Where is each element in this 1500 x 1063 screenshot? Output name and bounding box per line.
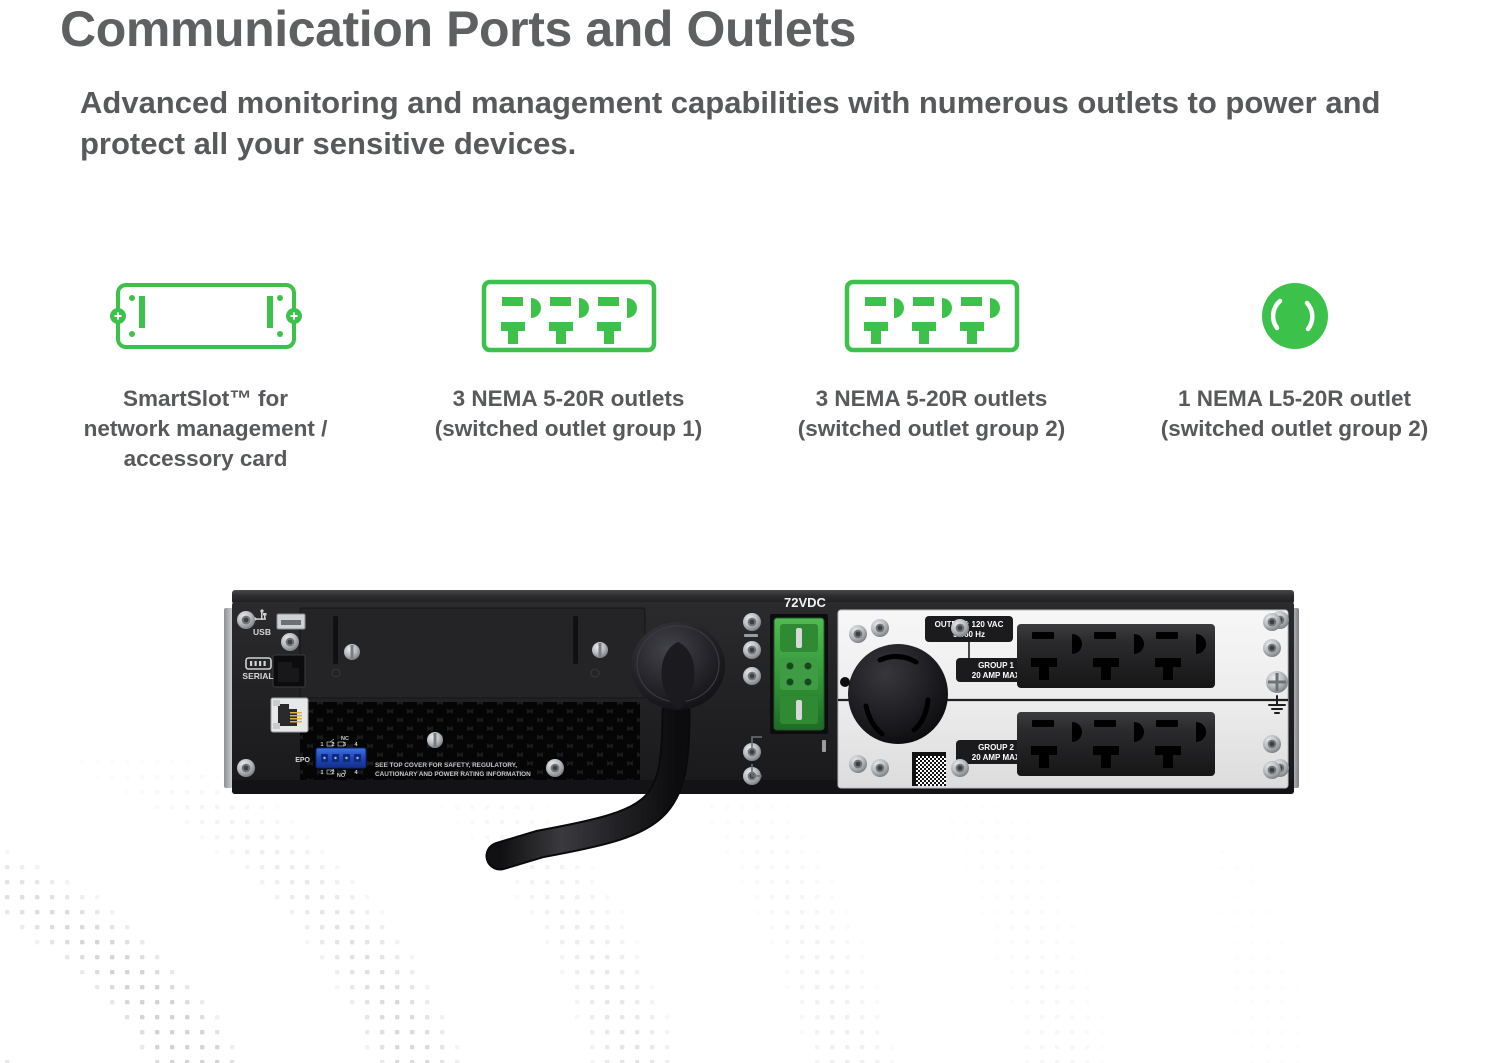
usb-label: USB — [253, 627, 271, 637]
page-subtitle: Advanced monitoring and management capab… — [80, 85, 1381, 162]
epo-pin-label: 1 — [320, 742, 324, 748]
epo-pin-label: 4 — [354, 770, 358, 776]
output-rating-line-2: 50/60 Hz — [953, 630, 985, 639]
chassis-screw — [849, 755, 867, 773]
feature-item-nema-5-20r-group-1: 3 NEMA 5-20R outlets (switched outlet gr… — [387, 276, 750, 474]
usb-port — [276, 613, 306, 630]
group-2-line-2: 20 AMP MAX — [972, 753, 1021, 762]
feature-item-nema-5-20r-group-2: 3 NEMA 5-20R outlets (switched outlet gr… — [750, 276, 1113, 474]
panel-stud — [822, 740, 826, 752]
chassis-top-lip — [232, 590, 1294, 604]
epo-contact-diagram — [326, 738, 345, 775]
power-cord — [487, 699, 689, 869]
chassis-screw — [871, 759, 889, 777]
outlet-strip-group-1 — [1017, 624, 1215, 688]
panel-hole — [840, 677, 850, 687]
feature-label: 3 NEMA 5-20R outlets (switched outlet gr… — [434, 386, 703, 442]
chassis-screw — [546, 759, 564, 777]
alignment-brackets — [751, 736, 762, 777]
ventilation-grille-center — [430, 702, 640, 780]
smartslot-slot-left — [333, 616, 338, 664]
chassis-screw — [849, 625, 867, 643]
group-1-line-2: 20 AMP MAX — [972, 671, 1021, 680]
nema-5-20r-socket — [1093, 720, 1144, 768]
output-rating-badge: OUTPUT: 120 VAC 50/60 Hz — [925, 616, 1013, 642]
page-title: Communication Ports and Outlets — [60, 1, 856, 57]
chassis-screw — [743, 641, 761, 659]
nema-5-20r-socket — [1155, 632, 1206, 680]
group-1-badge: GROUP 1 20 AMP MAX — [956, 658, 1036, 682]
serial-port — [272, 654, 306, 688]
chassis-screw — [951, 759, 969, 777]
chassis-screw — [743, 667, 761, 685]
ground-symbol-icon — [1268, 695, 1286, 714]
slot-screw-upper — [592, 642, 608, 658]
panel-marker — [744, 634, 758, 637]
nema-5-20r-socket — [1093, 632, 1144, 680]
group-2-badge: GROUP 2 20 AMP MAX — [956, 740, 1036, 764]
header: Communication Ports and Outlets Advanced… — [0, 0, 1500, 164]
nema-5-20r-socket — [1031, 720, 1082, 768]
plate-dimple-right — [590, 668, 600, 678]
ethernet-port — [270, 697, 309, 733]
feature-row: SmartSlot™ for network management / acce… — [0, 276, 1500, 474]
chassis-screws — [237, 611, 1289, 785]
nema-l5-20r-twistlock-outlet-icon — [1250, 276, 1340, 356]
chassis-screw — [281, 633, 299, 651]
epo-label: EPO — [295, 757, 310, 764]
nema-5-20r-socket — [1155, 720, 1206, 768]
feature-label: 3 NEMA 5-20R outlets (switched outlet gr… — [797, 386, 1066, 442]
chassis-screw — [951, 619, 969, 637]
battery-connector-72vdc — [773, 617, 825, 731]
epo-pin-label: 4 — [354, 742, 358, 748]
slot-screw-left — [344, 644, 360, 660]
group-1-line-1: GROUP 1 — [978, 661, 1014, 670]
vent-center-screw — [427, 732, 443, 748]
feature-item-nema-l5-20r: 1 NEMA L5-20R outlet (switched outlet gr… — [1113, 276, 1476, 474]
nema-5-20r-triple-outlet-icon — [842, 276, 1022, 356]
chassis-screw — [1263, 613, 1281, 631]
ups-rear-panel: USB SERIAL — [0, 572, 1500, 872]
epo-pin-label: 1 — [320, 770, 324, 776]
chassis-screw — [743, 613, 761, 631]
nema-5-20r-triple-outlet-icon — [479, 276, 659, 356]
serial-label: SERIAL — [242, 671, 273, 681]
epo-pin-label: 3 — [343, 770, 347, 776]
chassis-screw — [237, 759, 255, 777]
outlet-strip-group-2 — [1017, 712, 1215, 776]
nema-l5-20r-receptacle — [848, 644, 948, 744]
group-2-line-1: GROUP 2 — [978, 743, 1014, 752]
chassis-screw — [1263, 761, 1281, 779]
epo-pin-label: 3 — [343, 742, 347, 748]
cord-grommet-inner — [661, 642, 695, 710]
nema-5-20r-socket — [1031, 632, 1082, 680]
chassis-screw — [237, 611, 255, 629]
feature-item-smartslot: SmartSlot™ for network management / acce… — [24, 276, 387, 474]
smartslot-icon — [106, 276, 306, 356]
epo-no-label: NO — [337, 773, 346, 779]
epo-nc-label: NC — [341, 736, 349, 742]
serial-icon — [245, 657, 272, 670]
chassis-screw — [871, 619, 889, 637]
feature-label: SmartSlot™ for network management / acce… — [83, 386, 328, 472]
safety-text-line-2: CAUTIONARY AND POWER RATING INFORMATION — [375, 771, 531, 778]
epo-terminal-block — [315, 747, 367, 769]
chassis-screw — [1263, 639, 1281, 657]
battery-connector-label: 72VDC — [784, 595, 827, 610]
plate-dimple-left — [331, 668, 341, 678]
ground-screw — [1266, 671, 1288, 693]
output-rating-line-1: OUTPUT: 120 VAC — [935, 620, 1004, 629]
feature-label: 1 NEMA L5-20R outlet (switched outlet gr… — [1160, 386, 1429, 442]
chassis-screw — [1263, 735, 1281, 753]
safety-text-line-1: SEE TOP COVER FOR SAFETY, REGULATORY, — [375, 762, 517, 769]
smartslot-slot-right — [573, 616, 578, 664]
data-matrix-code — [912, 752, 946, 786]
chassis-screw — [743, 743, 761, 761]
